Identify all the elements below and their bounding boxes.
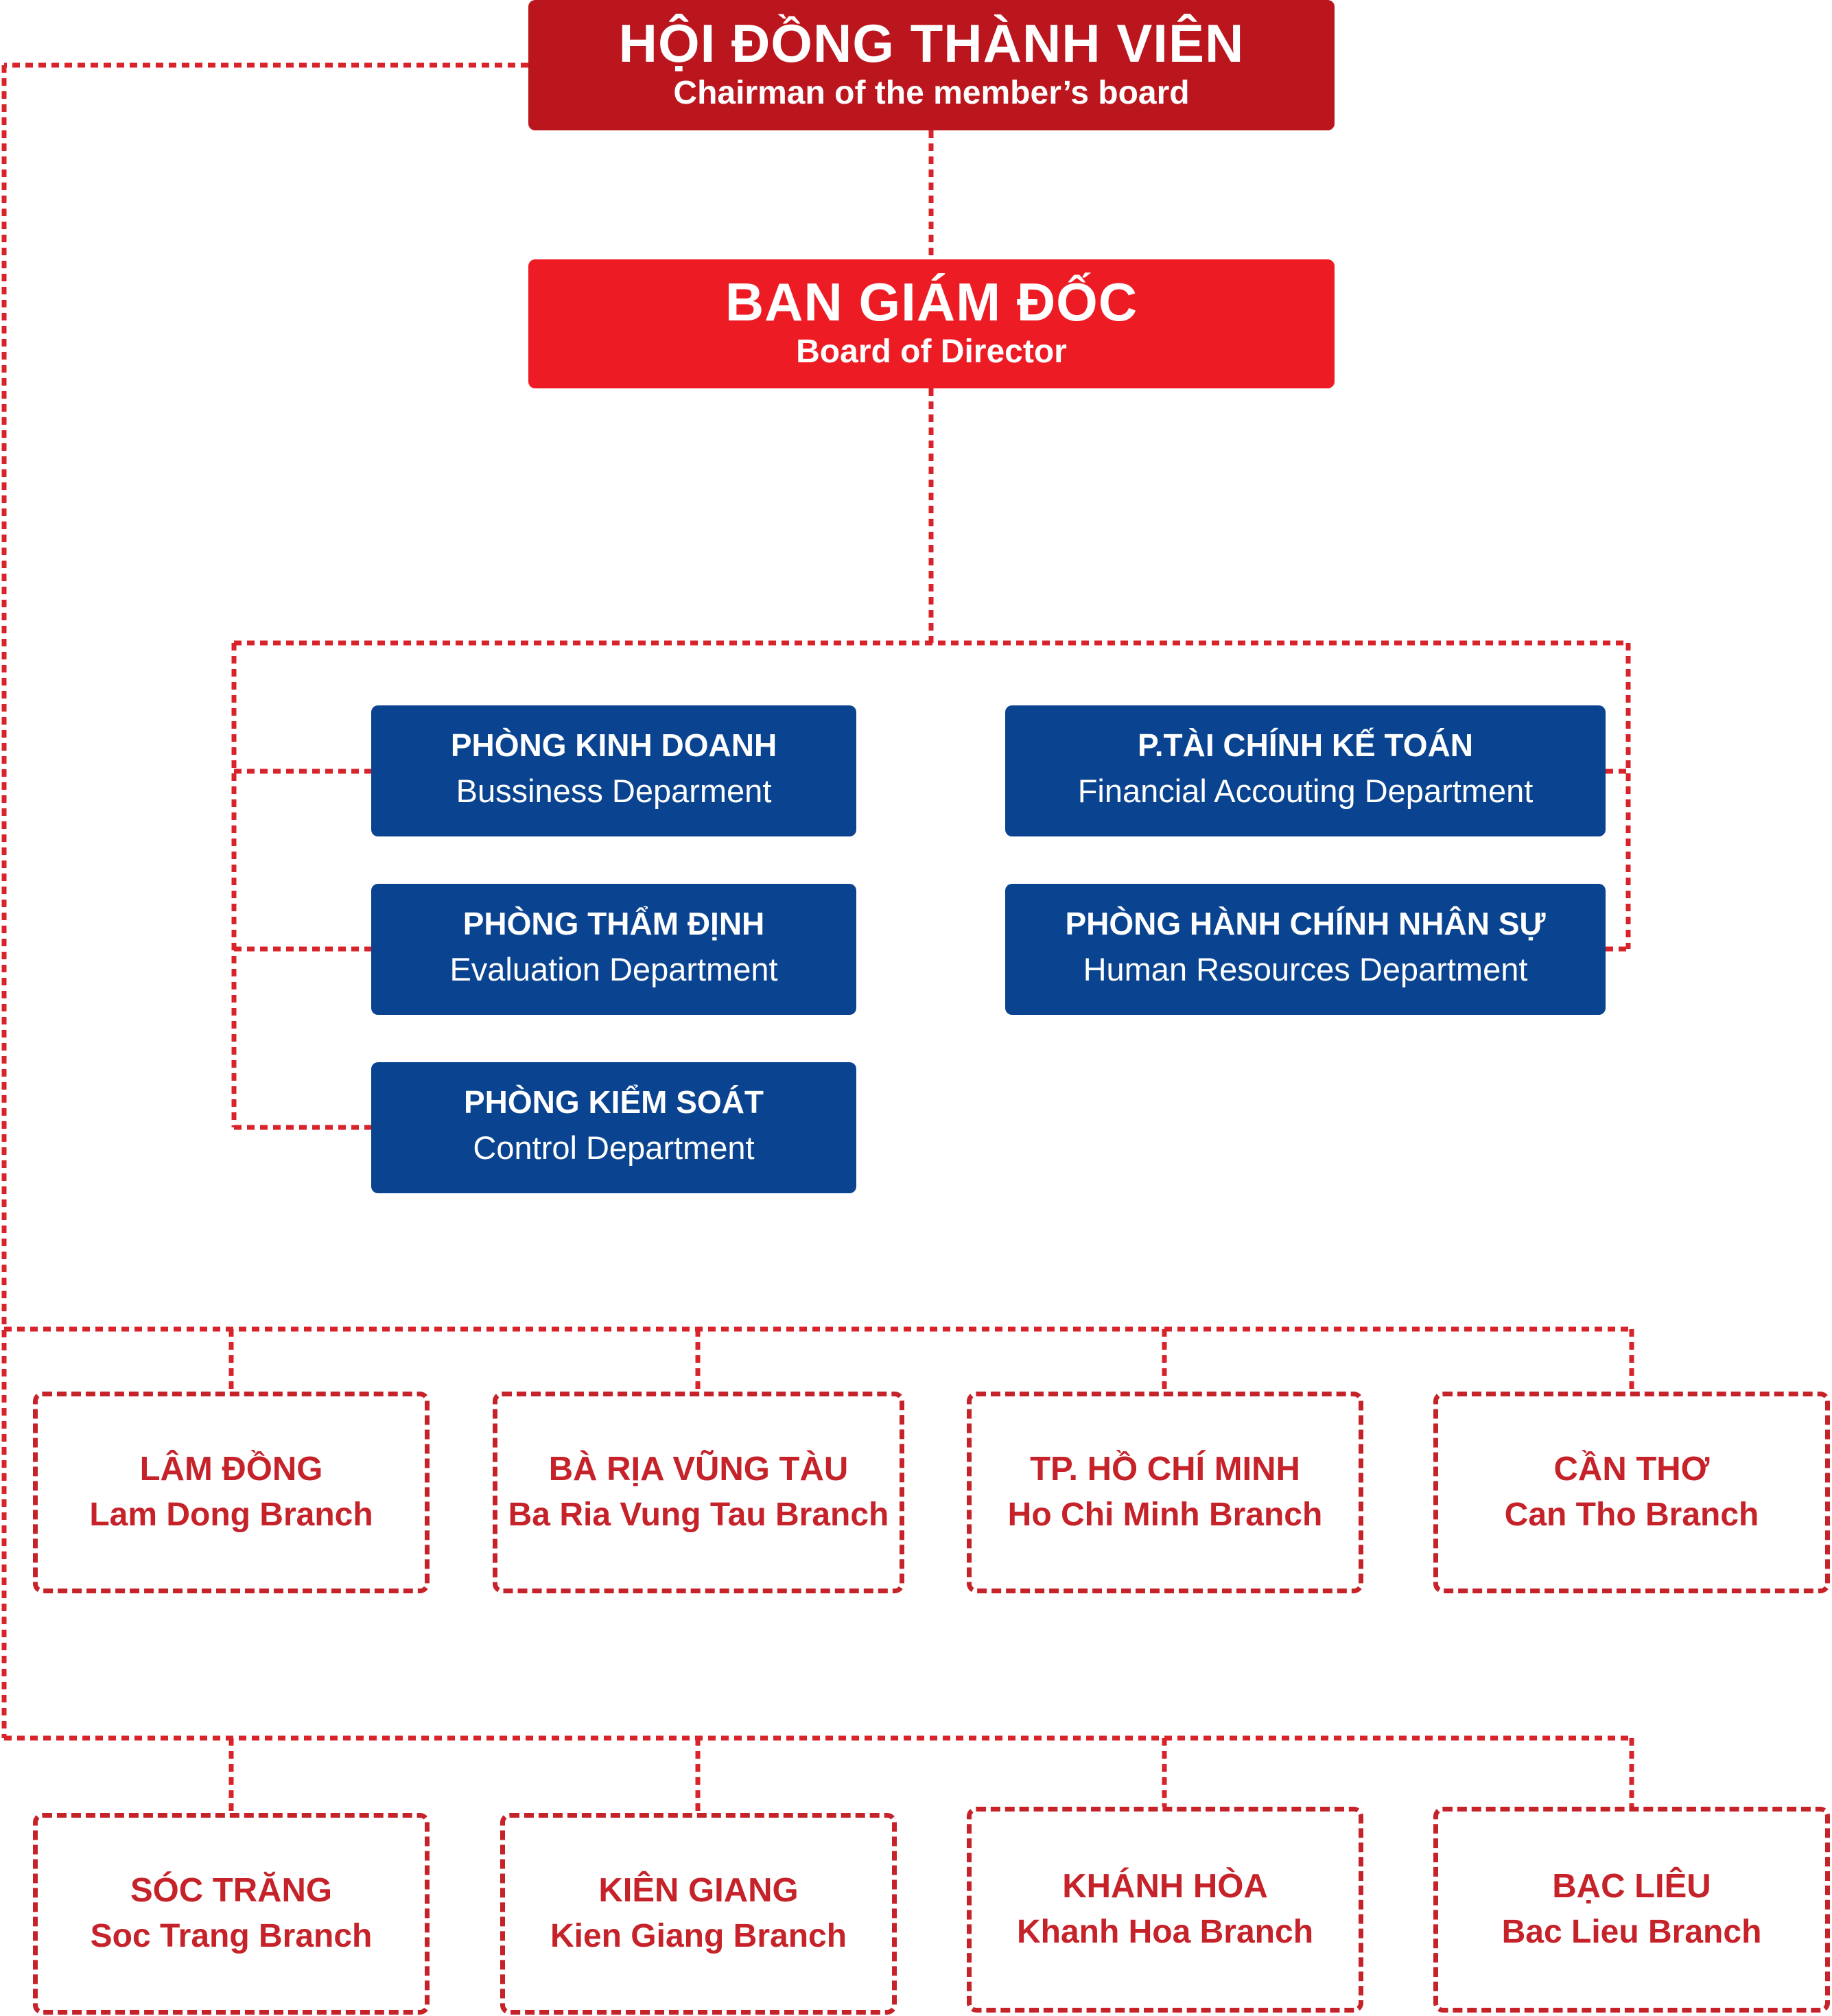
branch-title: SÓC TRĂNG	[130, 1872, 332, 1910]
department-title: PHÒNG KIỂM SOÁT	[463, 1084, 764, 1121]
branch-ho-chi-minh: TP. HỒ CHÍ MINH Ho Chi Minh Branch	[967, 1392, 1363, 1593]
branch-ba-ria-vung-tau: BÀ RỊA VŨNG TÀU Ba Ria Vung Tau Branch	[493, 1392, 904, 1593]
department-title: PHÒNG KINH DOANH	[450, 727, 777, 764]
director-subtitle: Board of Director	[796, 333, 1067, 370]
chairman-subtitle: Chairman of the member’s board	[673, 74, 1190, 111]
department-control: PHÒNG KIỂM SOÁT Control Department	[371, 1062, 856, 1193]
department-business: PHÒNG KINH DOANH Bussiness Deparment	[371, 705, 856, 836]
branch-lam-dong: LÂM ĐỒNG Lam Dong Branch	[33, 1392, 430, 1593]
department-title: PHÒNG THẨM ĐỊNH	[462, 906, 765, 942]
branch-kien-giang: KIÊN GIANG Kien Giang Branch	[500, 1813, 897, 2015]
branch-title: KHÁNH HÒA	[1062, 1868, 1268, 1906]
branch-subtitle: Khanh Hoa Branch	[1016, 1914, 1314, 1951]
branch-title: KIÊN GIANG	[598, 1872, 799, 1910]
branch-title: TP. HỒ CHÍ MINH	[1030, 1451, 1300, 1488]
branch-can-tho: CẦN THƠ Can Tho Branch	[1433, 1392, 1830, 1593]
department-finance: P.TÀI CHÍNH KẾ TOÁN Financial Accouting …	[1005, 705, 1606, 836]
department-subtitle: Human Resources Department	[1083, 950, 1528, 987]
branch-bac-lieu: BẠC LIÊU Bac Lieu Branch	[1433, 1807, 1830, 2013]
department-title: P.TÀI CHÍNH KẾ TOÁN	[1137, 727, 1474, 764]
department-title: PHÒNG HÀNH CHÍNH NHÂN SỰ	[1065, 906, 1546, 942]
branch-khanh-hoa: KHÁNH HÒA Khanh Hoa Branch	[967, 1807, 1363, 2013]
department-subtitle: Control Department	[473, 1129, 755, 1166]
chairman-box: HỘI ĐỒNG THÀNH VIÊN Chairman of the memb…	[528, 0, 1335, 130]
chairman-title: HỘI ĐỒNG THÀNH VIÊN	[618, 12, 1245, 73]
branch-subtitle: Kien Giang Branch	[550, 1918, 847, 1955]
branch-soc-trang: SÓC TRĂNG Soc Trang Branch	[33, 1813, 430, 2015]
department-subtitle: Financial Accouting Department	[1077, 772, 1534, 809]
branch-subtitle: Bac Lieu Branch	[1501, 1914, 1762, 1951]
branch-subtitle: Ho Chi Minh Branch	[1007, 1497, 1323, 1534]
department-evaluation: PHÒNG THẨM ĐỊNH Evaluation Department	[371, 884, 856, 1015]
branch-title: LÂM ĐỒNG	[139, 1451, 323, 1488]
branch-title: BÀ RỊA VŨNG TÀU	[548, 1451, 849, 1488]
branch-subtitle: Ba Ria Vung Tau Branch	[508, 1497, 889, 1534]
branch-title: BẠC LIÊU	[1552, 1868, 1711, 1906]
branch-subtitle: Lam Dong Branch	[89, 1497, 373, 1534]
director-box: BAN GIÁM ĐỐC Board of Director	[528, 259, 1335, 388]
department-human-resources: PHÒNG HÀNH CHÍNH NHÂN SỰ Human Resources…	[1005, 884, 1606, 1015]
department-subtitle: Bussiness Deparment	[456, 772, 772, 809]
branch-subtitle: Can Tho Branch	[1504, 1497, 1759, 1534]
branch-subtitle: Soc Trang Branch	[90, 1918, 373, 1955]
department-subtitle: Evaluation Department	[449, 950, 778, 987]
director-title: BAN GIÁM ĐỐC	[725, 271, 1138, 332]
branch-title: CẦN THƠ	[1553, 1451, 1710, 1488]
